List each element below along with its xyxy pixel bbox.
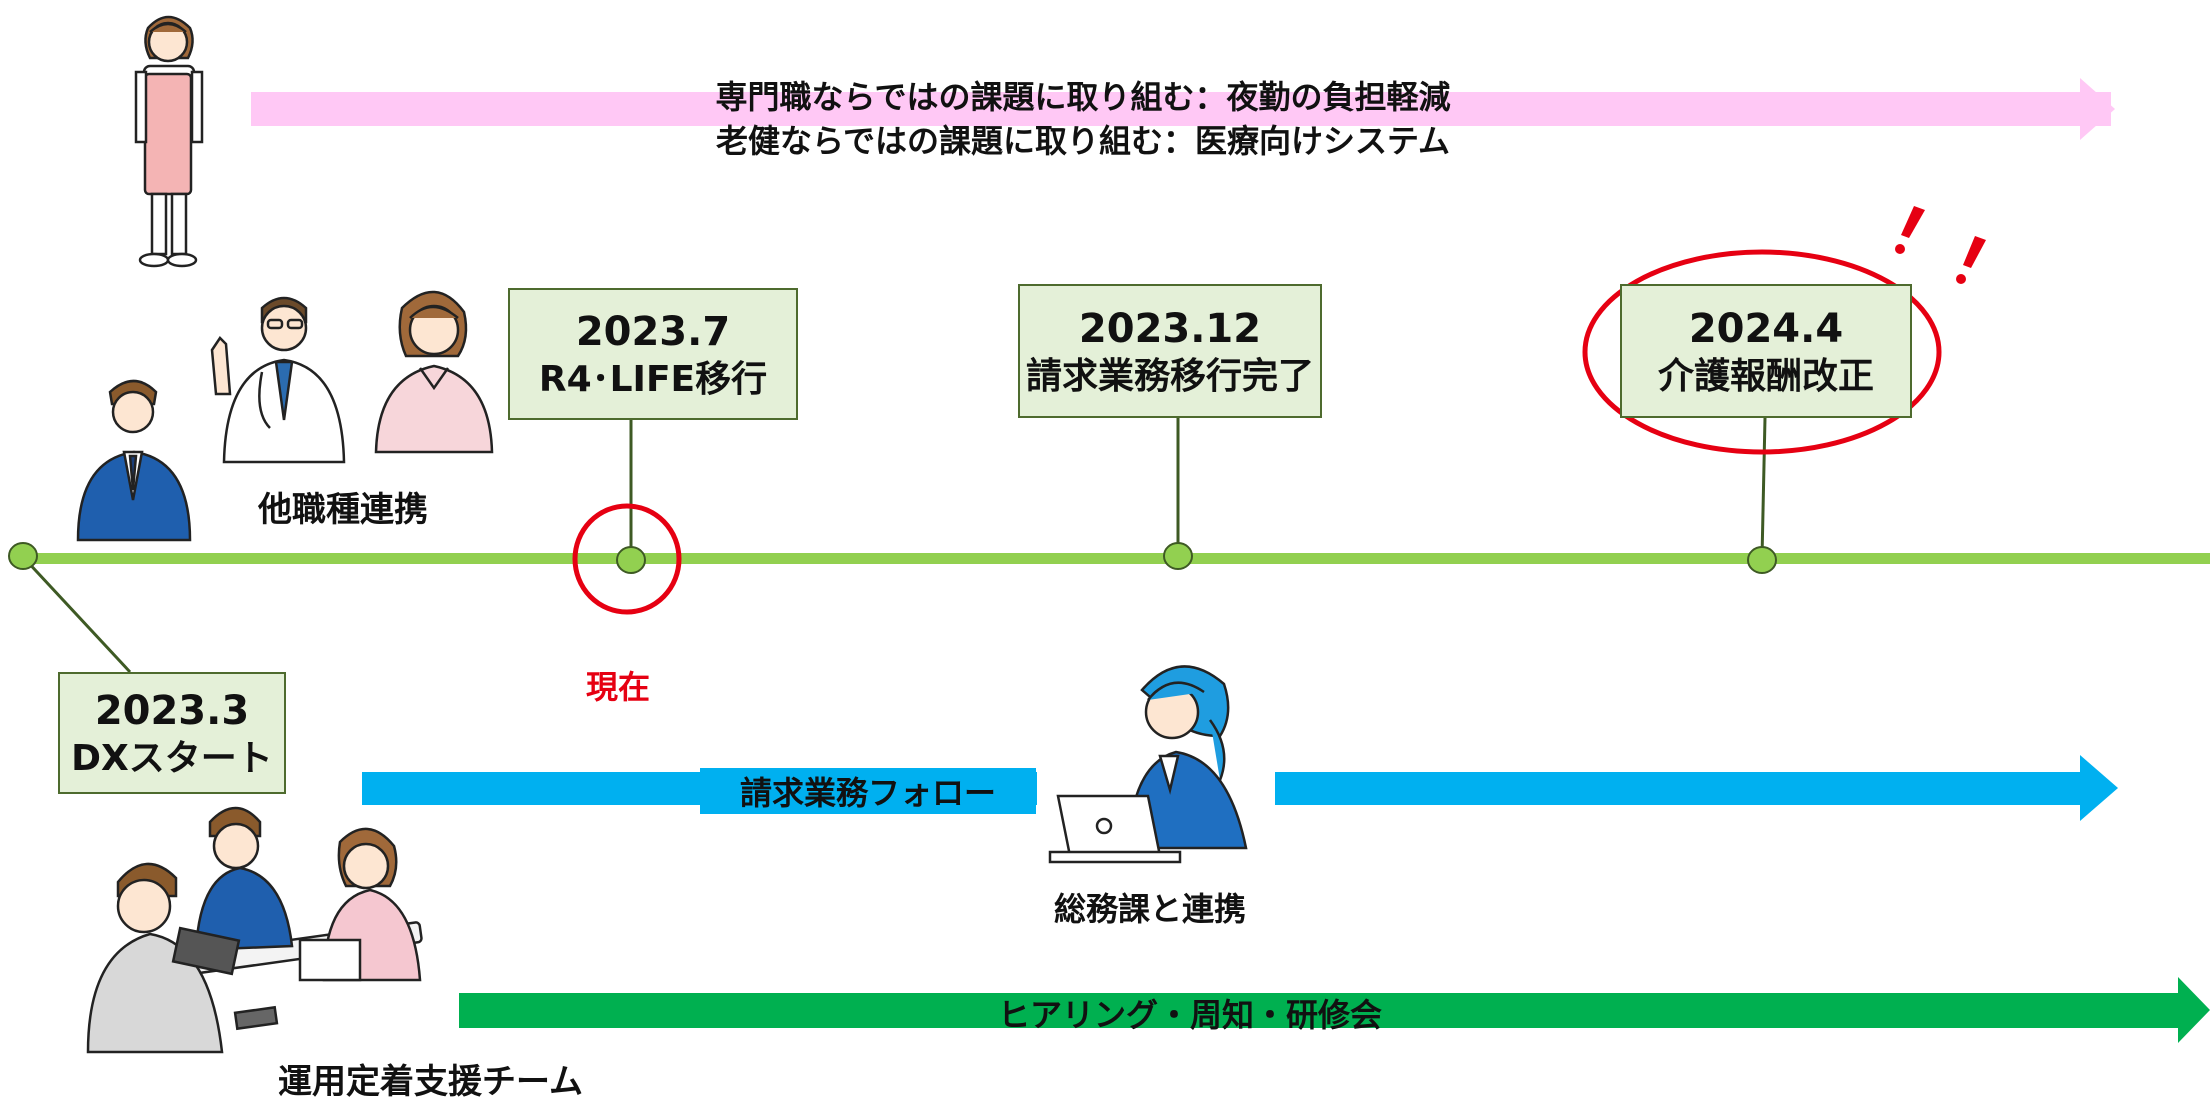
milestone-date: 2024.4 xyxy=(1688,305,1844,352)
milestone-label: DXスタート xyxy=(71,737,273,779)
doctor-illustration xyxy=(210,296,346,464)
general-affairs-caption: 総務課と連携 xyxy=(1054,890,1247,928)
milestone-dot-2023-12 xyxy=(1163,542,1193,570)
multi-profession-caption: 他職種連携 xyxy=(258,490,428,530)
milestone-box-2023-12: 2023.12 請求業務移行完了 xyxy=(1018,284,1322,418)
office-worker-illustration xyxy=(1048,665,1248,864)
milestone-date: 2023.3 xyxy=(94,687,250,734)
middle-arrow-label: 請求業務フォロー xyxy=(700,768,1036,814)
caregiver-illustration xyxy=(134,15,204,268)
top-arrow-line-2: 老健ならではの課題に取り組む：医療向けシステム xyxy=(715,122,1451,160)
nurse-illustration xyxy=(374,290,494,454)
businessman-illustration xyxy=(76,379,192,542)
current-highlight-circle xyxy=(572,503,682,615)
milestone-dots xyxy=(8,542,1777,574)
milestone-date: 2023.12 xyxy=(1078,305,1262,352)
exclamation-marks xyxy=(1895,206,1986,284)
milestone-connectors xyxy=(22,417,1767,674)
meeting-team-illustration xyxy=(86,806,423,1054)
milestone-label: 介護報酬改正 xyxy=(1657,355,1874,397)
milestone-label: R4･LIFE移行 xyxy=(538,358,768,400)
milestone-date: 2023.7 xyxy=(575,308,731,355)
bottom-arrow xyxy=(459,977,2210,1043)
top-arrow xyxy=(251,78,2115,140)
current-label: 現在 xyxy=(586,668,651,706)
milestone-dot-2023-7 xyxy=(616,546,646,574)
support-team-caption: 運用定着支援チーム xyxy=(278,1062,583,1102)
milestone-dot-2023-3 xyxy=(8,542,38,570)
milestone-dot-2024-4 xyxy=(1747,546,1777,574)
timeline-line xyxy=(22,553,2210,564)
revision-highlight-circle xyxy=(1582,249,1942,455)
bottom-arrow-label: ヒアリング・周知・研修会 xyxy=(997,996,1382,1034)
milestone-box-2023-3: 2023.3 DXスタート xyxy=(58,672,286,794)
top-arrow-line-1: 専門職ならではの課題に取り組む：夜勤の負担軽減 xyxy=(715,78,1451,116)
milestone-box-2024-4: 2024.4 介護報酬改正 xyxy=(1620,284,1912,418)
milestone-label: 請求業務移行完了 xyxy=(1025,355,1314,397)
middle-arrow xyxy=(362,755,2118,821)
milestone-box-2023-7: 2023.7 R4･LIFE移行 xyxy=(508,288,798,420)
